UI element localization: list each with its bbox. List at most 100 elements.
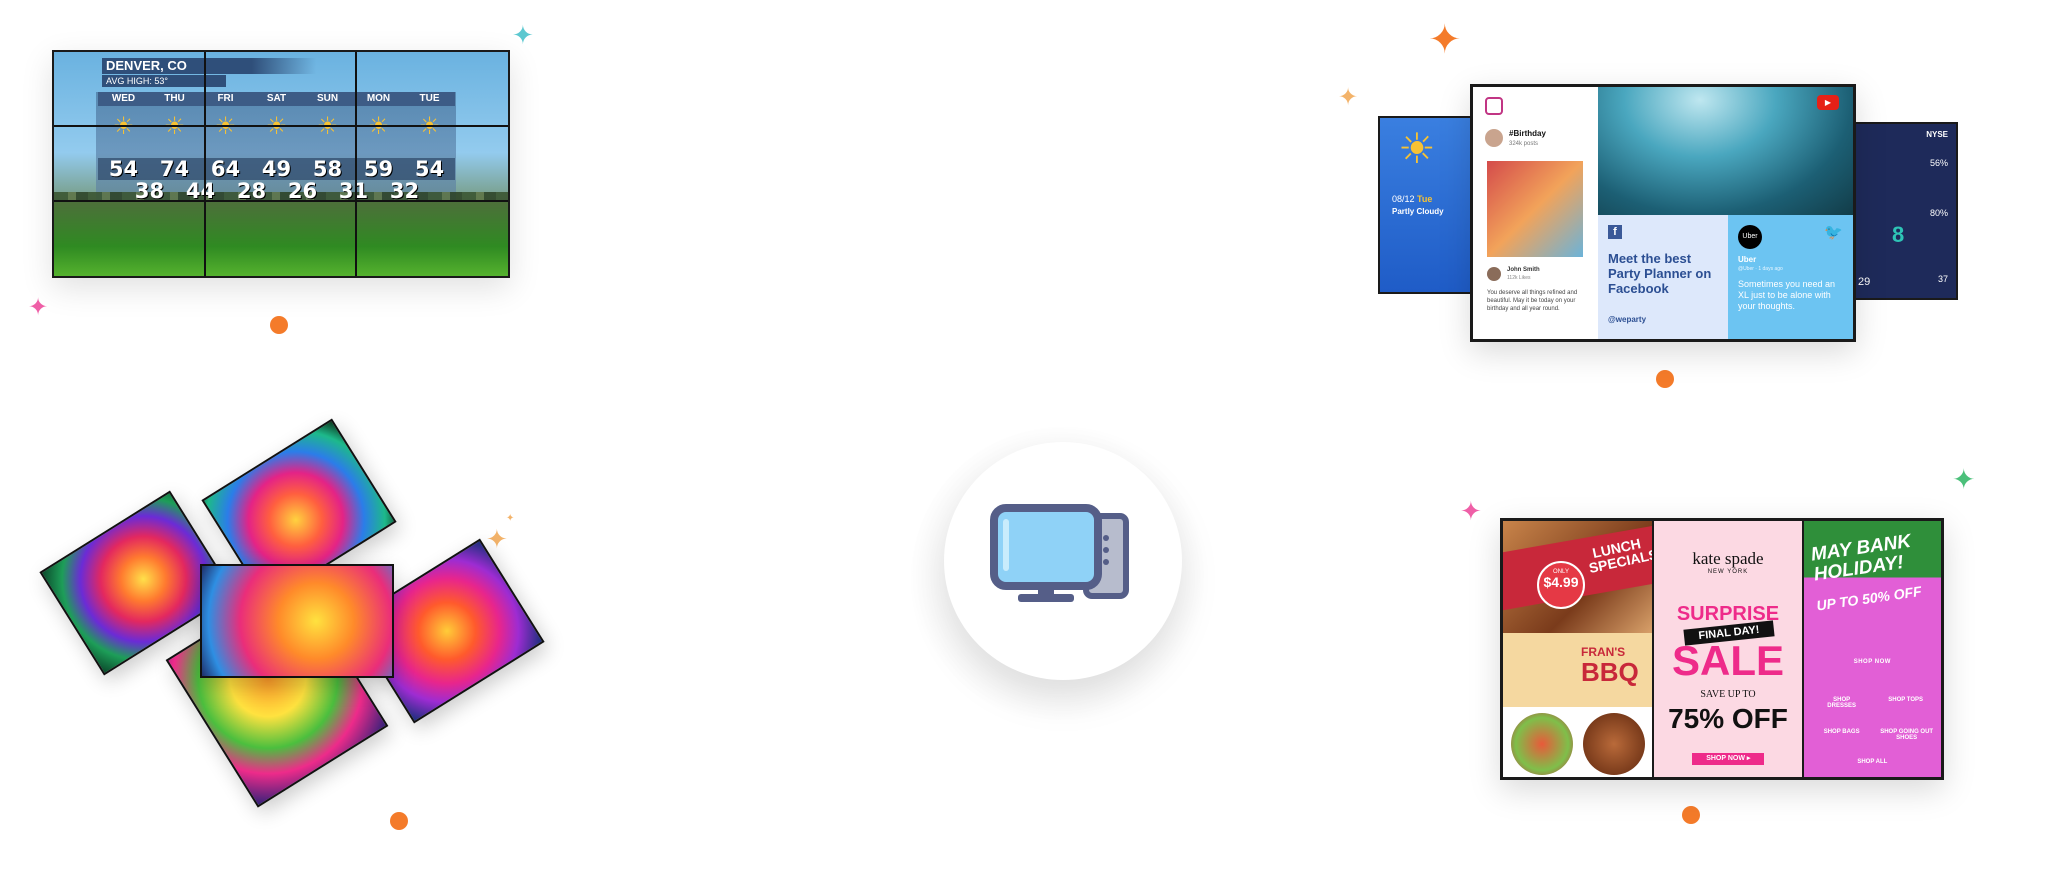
weather-high: 64 <box>210 157 241 181</box>
weather-low: 38 <box>134 179 165 203</box>
retail-video-wall: ONLY $4.99 LUNCH SPECIALS FRAN'S BBQ kat… <box>1500 518 1944 780</box>
weather-day: MON <box>366 93 391 104</box>
twitter-text: Sometimes you need an XL just to be alon… <box>1738 279 1836 311</box>
shop-bags-link[interactable]: SHOP BAGS <box>1823 729 1860 735</box>
party-photo <box>1487 161 1583 257</box>
weather-day: WED <box>111 93 136 104</box>
sparkle-icon: ✦ <box>506 513 515 524</box>
stocks-side-screen: NYSE 8 56% 80% 29 37 <box>1850 122 1958 300</box>
shop-now-button[interactable]: SHOP NOW ▸ <box>1692 753 1765 765</box>
sparkle-icon: ✦ <box>1338 84 1359 111</box>
instagram-hashtag: #Birthday <box>1509 129 1546 138</box>
may-bank-offer: UP TO 50% OFF <box>1815 582 1923 614</box>
twitter-icon: 🐦 <box>1824 224 1843 241</box>
kate-spade-brand: kate spade <box>1692 549 1764 568</box>
social-media-wall: #Birthday 324k posts John Smith 112k Lik… <box>1470 84 1856 342</box>
facebook-icon: f <box>1608 225 1622 239</box>
bezel-line <box>204 52 206 276</box>
instagram-posts: 324k posts <box>1509 141 1539 147</box>
sparkle-icon: ✦ <box>1428 18 1462 62</box>
weather-avg-high: AVG HIGH: 53° <box>102 75 226 87</box>
accent-dot <box>1682 806 1700 824</box>
bbq-brand-top: FRAN'S <box>1581 645 1626 659</box>
stocks-label: NYSE <box>1926 130 1948 139</box>
weather-icons-row: ☀ ☀ ☀ ☀ ☀ ☀ ☀ <box>98 110 455 144</box>
side-condition: Partly Cloudy <box>1392 207 1444 216</box>
uber-logo: Uber <box>1738 225 1762 249</box>
stock-stat: 29 <box>1858 276 1871 288</box>
sparkle-icon: ✦ <box>28 294 49 321</box>
bbq-menu-screen: ONLY $4.99 LUNCH SPECIALS FRAN'S BBQ <box>1503 521 1655 777</box>
facebook-headline: Meet the best Party Planner on Facebook <box>1608 251 1712 296</box>
bezel-line <box>54 125 508 127</box>
shop-dresses-link[interactable]: SHOP DRESSES <box>1827 697 1856 709</box>
weather-low: 26 <box>287 179 318 203</box>
weather-high: 59 <box>363 157 394 181</box>
partly-cloudy-icon: ☀ <box>316 113 339 140</box>
facebook-post: f Meet the best Party Planner on Faceboo… <box>1598 215 1728 339</box>
weather-city: DENVER, CO <box>102 58 316 74</box>
bbq-brand: BBQ <box>1581 657 1639 687</box>
accent-dot <box>1656 370 1674 388</box>
discount-value: 75% OFF <box>1668 703 1788 734</box>
weather-high: 58 <box>312 157 343 181</box>
sparkle-icon: ✦ <box>486 524 508 554</box>
partly-cloudy-icon: ☀ <box>265 113 288 140</box>
weather-day: FRI <box>217 93 234 104</box>
weather-days-row: WED THU FRI SAT SUN MON TUE <box>98 92 455 106</box>
sparkle-icon: ✦ <box>1952 464 1976 495</box>
side-date-line: 08/12 Tue <box>1392 194 1432 204</box>
sale-headline: SALE <box>1671 637 1784 684</box>
shop-tops-link[interactable]: SHOP TOPS <box>1888 697 1924 703</box>
bezel-line <box>54 200 508 202</box>
save-up-to: SAVE UP TO <box>1700 689 1756 700</box>
instagram-post: #Birthday 324k posts John Smith 112k Lik… <box>1473 87 1598 339</box>
bezel-line <box>355 52 357 276</box>
rotated-video-wall <box>39 418 560 830</box>
price-value: $4.99 <box>1543 574 1579 590</box>
instagram-caption: You deserve all things refined and beaut… <box>1487 290 1578 312</box>
stock-stat: 80% <box>1929 208 1948 218</box>
weather-day: TUE <box>419 93 440 104</box>
weather-high: 54 <box>108 157 139 181</box>
instagram-likes: 112k Likes <box>1507 275 1531 281</box>
may-bank-headline: MAY BANK HOLIDAY! <box>1809 530 1912 586</box>
salad-photo <box>1511 713 1573 775</box>
price-badge: ONLY $4.99 <box>1537 561 1585 609</box>
weather-day: THU <box>164 93 185 104</box>
avatar <box>1487 267 1501 281</box>
accent-dot <box>390 812 408 830</box>
side-day: Tue <box>1417 194 1433 204</box>
weather-highs-row: 54 74 64 49 58 59 54 <box>98 158 455 180</box>
twitter-handle: @Uber · 1 days ago <box>1738 266 1783 272</box>
partly-cloudy-icon: ☀ <box>112 113 135 140</box>
may-bank-holiday-screen: MAY BANK HOLIDAY! UP TO 50% OFF SHOP NOW… <box>1803 521 1941 777</box>
stock-stat: 37 <box>1937 274 1948 284</box>
partly-cloudy-icon: ☀ <box>214 113 237 140</box>
sun-icon: ☀ <box>1398 125 1436 172</box>
brand-band <box>1503 633 1653 707</box>
flower-screen <box>200 564 394 678</box>
avatar <box>1485 129 1503 147</box>
instagram-icon <box>1485 97 1503 115</box>
weather-high: 49 <box>261 157 292 181</box>
weather-day: SUN <box>316 93 339 104</box>
partly-cloudy-icon: ☀ <box>163 113 186 140</box>
shop-shoes-link[interactable]: SHOP GOING OUT SHOES <box>1880 729 1934 741</box>
center-icon-circle <box>944 442 1182 680</box>
surprise-headline: SURPRISE <box>1676 603 1780 625</box>
weather-low: 44 <box>185 179 216 203</box>
twitter-post: Uber 🐦 Uber @Uber · 1 days ago Sometimes… <box>1728 215 1853 339</box>
sparkle-icon: ✦ <box>512 20 534 50</box>
price-label: ONLY <box>1553 569 1569 575</box>
underwater-video: ▶ <box>1598 87 1853 215</box>
facebook-handle: @weparty <box>1608 315 1647 324</box>
twitter-brand: Uber <box>1738 255 1757 264</box>
weather-side-screen: ☀ 08/12 Tue Partly Cloudy <box>1378 116 1478 294</box>
may-bank-shop-now[interactable]: SHOP NOW <box>1853 659 1891 665</box>
youtube-icon: ▶ <box>1817 95 1839 110</box>
partly-cloudy-icon: ☀ <box>367 113 390 140</box>
weather-high: 74 <box>159 157 190 181</box>
shop-all-link[interactable]: SHOP ALL <box>1857 759 1888 765</box>
kate-spade-screen: kate spade NEW YORK SURPRISE FINAL DAY! … <box>1654 521 1804 777</box>
